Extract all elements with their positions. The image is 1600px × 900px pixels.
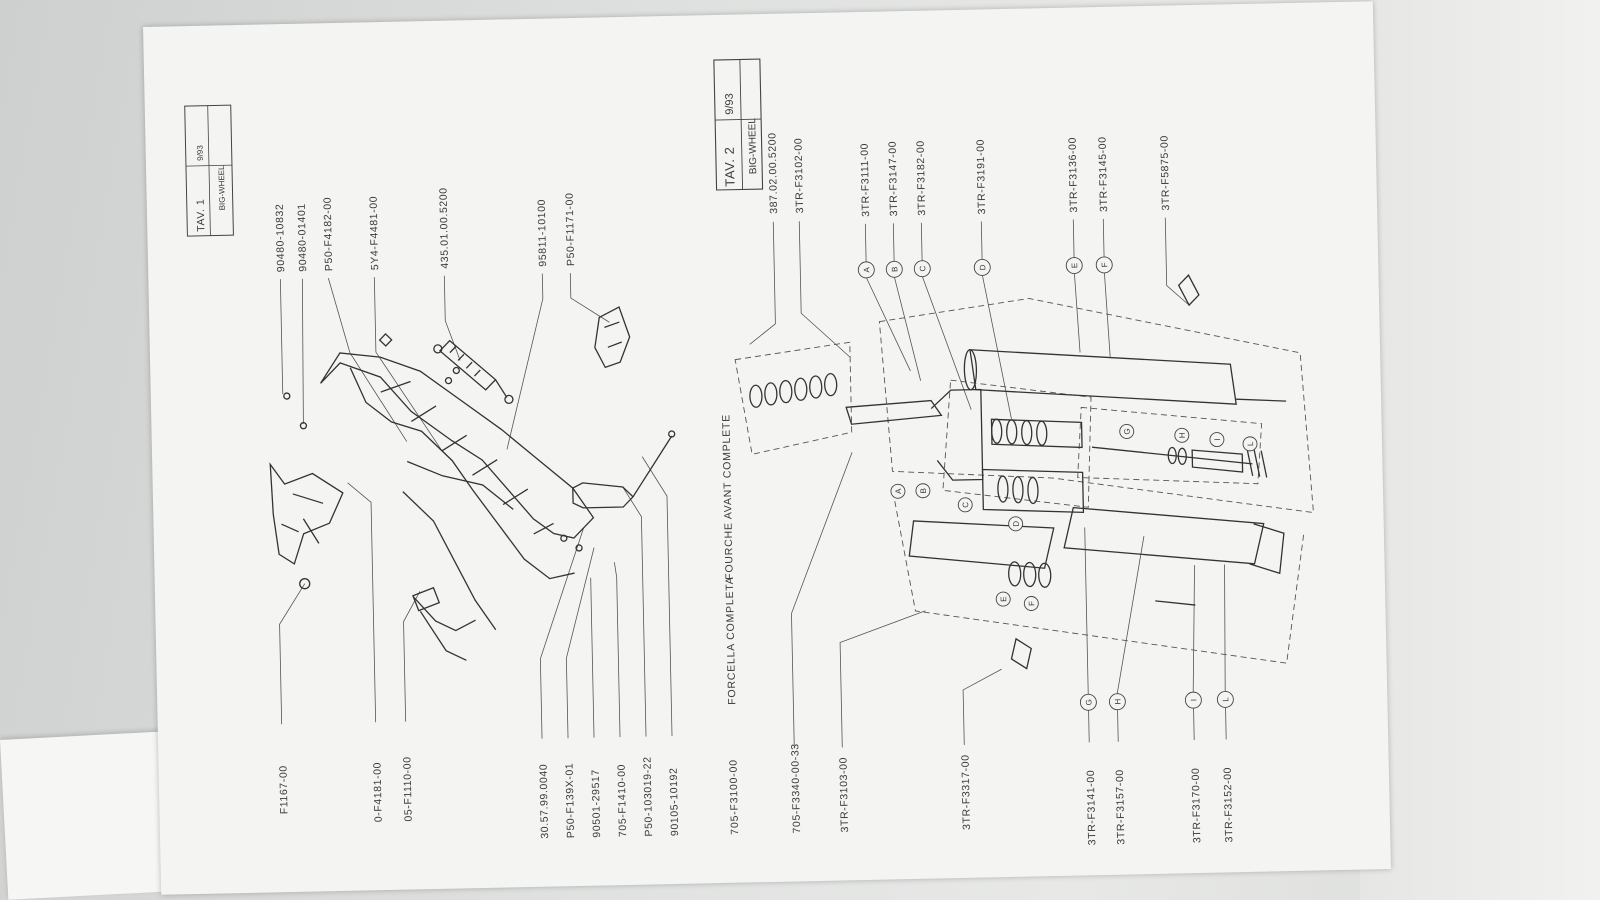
assembly-caption: 705-F3100-00 FORCELLA COMPLETA FOURCHE A… bbox=[720, 414, 741, 835]
tav2-top-codes: 387.02.00.5200 3TR-F3102-00 3TR-F3111-00… bbox=[749, 132, 1190, 358]
bubble-mid-h: H bbox=[1178, 432, 1187, 438]
exploded-diagram: TAV. 1 9/93 BIG-WHEEL 90480-10832 90480-… bbox=[184, 58, 1314, 846]
tav1-frame-drawing bbox=[269, 306, 676, 661]
bubble-bottom-h: H bbox=[1113, 699, 1122, 705]
caption-french: FOURCHE AVANT COMPLETE bbox=[720, 414, 735, 580]
bubble-top-f: F bbox=[1100, 262, 1109, 267]
bubble-mid-f: F bbox=[1027, 601, 1036, 606]
tav2-model: BIG-WHEEL bbox=[747, 118, 759, 175]
tav2-code-bottom-6: 3TR-F3170-00 bbox=[1190, 767, 1204, 843]
tav1-code-top-5: 435.01.00.5200 bbox=[437, 187, 451, 269]
tav1-label: TAV. 1 bbox=[195, 198, 208, 231]
tav1-code-bottom-4: 30.57.99.0040 bbox=[538, 764, 552, 839]
tav1-code-bottom-1: F1167-00 bbox=[278, 765, 291, 814]
bubble-top-a: A bbox=[862, 266, 871, 272]
tav2-code-top-7: 3TR-F3136-00 bbox=[1067, 137, 1081, 213]
tav2-bottom-letters: G H I L bbox=[1079, 527, 1234, 743]
tav2-date: 9/93 bbox=[724, 93, 736, 115]
tav1-code-top-6: 95811-10100 bbox=[536, 199, 549, 267]
tav2-title-box: TAV. 2 9/93 BIG-WHEEL bbox=[713, 58, 764, 191]
tav2-code-bottom-4: 3TR-F3141-00 bbox=[1085, 770, 1099, 846]
tav1-title-box: TAV. 1 9/93 BIG-WHEEL bbox=[184, 104, 234, 237]
tav2-code-bottom-5: 3TR-F3157-00 bbox=[1114, 769, 1128, 845]
tav1-code-bottom-7: 705-F1410-00 bbox=[616, 764, 630, 837]
tav1-code-bottom-6: 90501-29517 bbox=[590, 769, 603, 838]
tav2-code-top-9: 3TR-F5875-00 bbox=[1159, 135, 1173, 211]
tav1-code-bottom-5: P50-F139X-01 bbox=[564, 763, 578, 839]
bubble-mid-g: G bbox=[1123, 428, 1132, 434]
tav2-code-bottom-2: 3TR-F3103-00 bbox=[837, 757, 851, 833]
tav1-top-codes: 90480-10832 90480-01401 P50-F4182-00 5Y4… bbox=[274, 187, 610, 452]
bubble-mid-b: B bbox=[919, 488, 928, 494]
tav2-code-top-3: 3TR-F3111-00 bbox=[859, 143, 873, 217]
caption-italian: FORCELLA COMPLETA bbox=[724, 576, 739, 705]
bubble-top-e: E bbox=[1070, 263, 1079, 269]
tav2-label: TAV. 2 bbox=[722, 146, 738, 187]
caption-code: 705-F3100-00 bbox=[728, 759, 742, 835]
bubble-bottom-g: G bbox=[1084, 699, 1093, 705]
tav2-fork-drawing bbox=[734, 274, 1314, 670]
tav1-model: BIG-WHEEL bbox=[217, 165, 227, 211]
tav2-code-bottom-7: 3TR-F3152-00 bbox=[1222, 767, 1236, 843]
bubble-top-d: D bbox=[978, 264, 987, 270]
background-surface bbox=[1360, 0, 1600, 900]
bubble-mid-e: E bbox=[999, 596, 1008, 602]
tav1-code-top-4: 5Y4-F4481-00 bbox=[368, 196, 382, 271]
tav1-code-bottom-8: P50-103019-22 bbox=[641, 756, 655, 836]
bubble-top-c: C bbox=[918, 265, 927, 271]
parts-catalog-sheet: TAV. 1 9/93 BIG-WHEEL 90480-10832 90480-… bbox=[143, 1, 1391, 895]
tav2-code-top-6: 3TR-F3191-00 bbox=[975, 139, 989, 215]
bubble-mid-i: I bbox=[1213, 438, 1222, 440]
tav2-mid-letters: A B C D E F G H I L bbox=[890, 424, 1258, 611]
tav1-bottom-codes: F1167-00 0-F4181-00 05-F1110-00 30.57.99… bbox=[278, 456, 681, 839]
tav2-code-top-2: 3TR-F3102-00 bbox=[793, 138, 807, 214]
tav2-code-top-1: 387.02.00.5200 bbox=[766, 132, 780, 214]
tav2-bottom-codes: 705-F3340-00-33 3TR-F3103-00 3TR-F3317-0… bbox=[789, 452, 1236, 846]
bubble-mid-d: D bbox=[1012, 521, 1021, 527]
bubble-mid-a: A bbox=[894, 488, 903, 494]
tav1-code-bottom-2: 0-F4181-00 bbox=[371, 762, 384, 823]
bubble-mid-c: C bbox=[961, 502, 970, 508]
tav2-code-bottom-3: 3TR-F3317-00 bbox=[959, 754, 973, 830]
tav1-code-top-7: P50-F1171-00 bbox=[564, 192, 578, 266]
tav2-code-top-8: 3TR-F3145-00 bbox=[1097, 136, 1111, 212]
tav1-code-top-3: P50-F4182-00 bbox=[322, 197, 336, 272]
bubble-top-b: B bbox=[890, 267, 899, 273]
tav1-code-bottom-9: 90105-10192 bbox=[668, 767, 681, 836]
tav1-date: 9/93 bbox=[196, 145, 205, 161]
tav2-code-top-4: 3TR-F3147-00 bbox=[887, 141, 901, 217]
bubble-mid-l: L bbox=[1246, 441, 1255, 446]
tav1-code-top-2: 90480-01401 bbox=[296, 203, 309, 272]
tav1-code-top-1: 90480-10832 bbox=[274, 204, 287, 273]
bubble-bottom-i: I bbox=[1189, 699, 1198, 701]
bubble-bottom-l: L bbox=[1221, 697, 1230, 702]
tav1-code-bottom-3: 05-F1110-00 bbox=[401, 756, 414, 821]
tav2-code-top-5: 3TR-F3182-00 bbox=[915, 140, 929, 216]
tav2-top-letters: A B C D E F bbox=[857, 256, 1113, 419]
tav2-code-bottom-1: 705-F3340-00-33 bbox=[789, 743, 803, 833]
